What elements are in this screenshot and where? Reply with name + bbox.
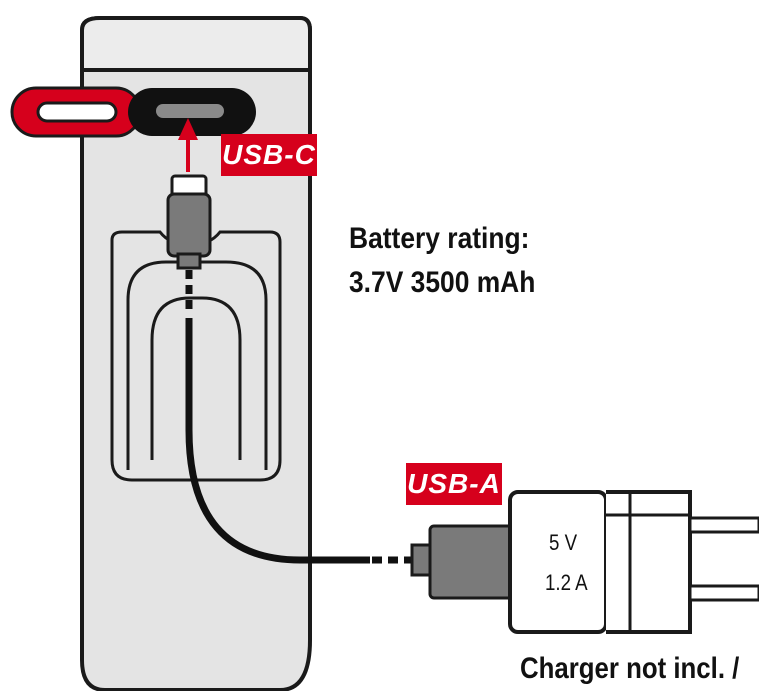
charger-prong-bottom <box>688 584 759 602</box>
charger-prong-top <box>688 516 759 534</box>
battery-rating-label: Battery rating: <box>349 222 530 255</box>
charging-cable <box>185 318 370 564</box>
usb-a-tag: USB-A <box>406 463 502 505</box>
usb-c-tag: USB-C <box>221 134 317 176</box>
charger-note: Charger not incl. / <box>520 652 740 685</box>
usb-c-plug-body <box>166 192 212 258</box>
cable-channel-inner <box>150 296 242 460</box>
usb-c-port-red-slot <box>36 101 118 123</box>
charger-current: 1.2 A <box>545 570 588 595</box>
charger-side <box>606 490 692 634</box>
insert-arrow-head <box>178 118 198 140</box>
battery-rating-value: 3.7V 3500 mAh <box>349 266 536 299</box>
back-plate <box>110 230 282 482</box>
usb-a-plug-body <box>428 524 514 600</box>
charger-voltage: 5 V <box>549 530 578 555</box>
usb-c-port-black-slot <box>156 104 224 118</box>
usb-c-plug-strain <box>176 252 202 270</box>
charger-front <box>508 490 608 634</box>
device-top-cap <box>80 16 312 72</box>
